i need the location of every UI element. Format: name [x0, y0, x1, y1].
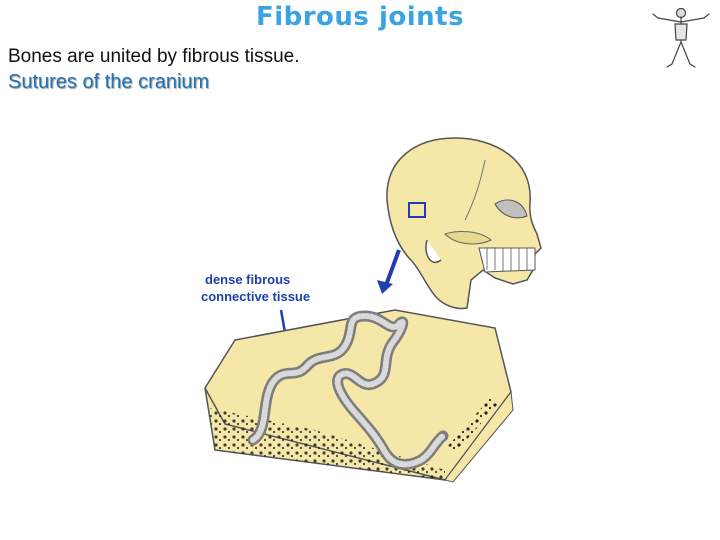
vitruvian-figure-icon: [652, 7, 710, 68]
suture-illustration: dense fibrous connective tissue: [201, 137, 542, 483]
label-line2: connective tissue: [201, 289, 310, 304]
arrow-to-block: [383, 249, 401, 289]
suture-line: [247, 310, 449, 470]
highlight-box: [408, 202, 426, 218]
slide-title: Fibrous joints: [255, 2, 465, 32]
section-heading: Sutures of the cranium: [8, 71, 210, 93]
skull-drawing: [386, 137, 542, 310]
slide-subtitle: Bones are united by fibrous tissue.: [8, 46, 300, 67]
label-line1: dense fibrous: [205, 272, 290, 287]
bone-block: [204, 309, 514, 483]
